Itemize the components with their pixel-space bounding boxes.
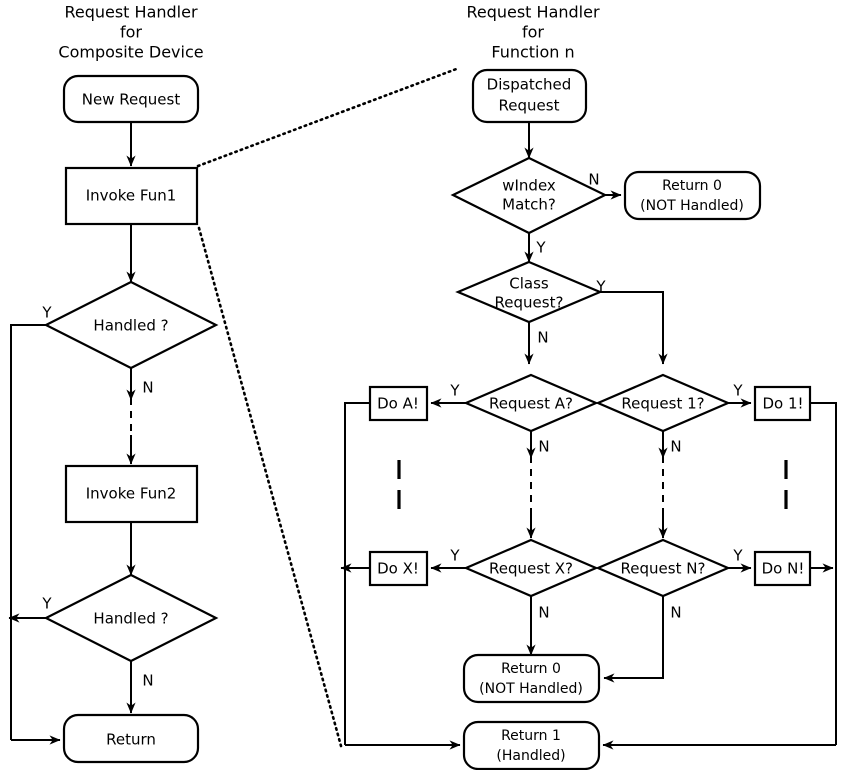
windex-match-label-2: Match? <box>502 196 556 214</box>
handled-1-label: Handled ? <box>93 317 168 335</box>
node-handled-1[interactable]: Handled ? <box>43 280 219 370</box>
request-a-label: Request A? <box>489 395 573 413</box>
return0-top-label-2: (NOT Handled) <box>640 198 744 214</box>
return0-top-shape[interactable] <box>623 170 762 221</box>
node-do-n[interactable]: Do N! <box>753 550 812 587</box>
dispatched-request-label-2: Request <box>499 97 560 115</box>
right-title-line-3: Function n <box>491 43 574 62</box>
handled-1-no-label: N <box>142 379 153 397</box>
invoke-fun2-label: Invoke Fun2 <box>86 485 177 503</box>
node-return[interactable]: Return <box>62 713 200 764</box>
class-request-yes-label: Y <box>595 278 606 296</box>
do-a-label: Do A! <box>377 395 419 413</box>
edge-doa-to-left-rail <box>344 402 370 745</box>
windex-yes-label: Y <box>535 239 546 257</box>
left-panel-title: Request Handler for Composite Device <box>58 3 203 62</box>
return0-bottom-label-2: (NOT Handled) <box>479 681 583 697</box>
request-n-label: Request N? <box>621 560 706 578</box>
return1-shape[interactable] <box>462 720 601 770</box>
do-n-label: Do N! <box>762 560 805 578</box>
request-n-yes-label: Y <box>732 547 743 565</box>
return0-bottom-shape[interactable] <box>462 653 601 704</box>
edge-handled1-yes-rail <box>10 324 46 740</box>
do-a-shape[interactable] <box>368 385 429 422</box>
node-handled-2[interactable]: Handled ? <box>43 573 219 663</box>
node-invoke-fun2[interactable]: Invoke Fun2 <box>64 464 199 524</box>
left-title-line-3: Composite Device <box>58 43 203 62</box>
handled-1-yes-label: Y <box>41 304 52 322</box>
handled-2-no-label: N <box>142 672 153 690</box>
request-x-no-label: N <box>538 604 549 622</box>
request-x-label: Request X? <box>489 560 573 578</box>
node-do-x[interactable]: Do X! <box>368 550 429 587</box>
return1-label-1: Return 1 <box>501 728 561 744</box>
windex-no-label: N <box>588 171 599 189</box>
right-title-line-1: Request Handler <box>466 3 600 22</box>
return0-top-label-1: Return 0 <box>662 178 722 194</box>
return0-bottom-label-1: Return 0 <box>501 661 561 677</box>
node-class-request[interactable]: Class Request? <box>455 260 603 324</box>
node-windex-match[interactable]: wIndex Match? <box>450 156 608 235</box>
invoke-fun1-shape[interactable] <box>64 166 199 226</box>
left-title-line-1: Request Handler <box>64 3 198 22</box>
dispatched-request-label-1: Dispatched <box>487 76 572 94</box>
edge-do1-to-right-rail <box>810 402 837 745</box>
handled-2-yes-label: Y <box>41 595 52 613</box>
node-dispatched-request[interactable]: Dispatched Request <box>471 68 588 124</box>
do-1-shape[interactable] <box>753 385 812 422</box>
edge-requestn-no-to-return0bottom <box>603 596 664 683</box>
node-new-request[interactable]: New Request <box>62 74 200 124</box>
do-1-label: Do 1! <box>762 395 803 413</box>
handled-2-label: Handled ? <box>93 610 168 628</box>
node-request-x[interactable]: Request X? <box>463 538 599 598</box>
node-return0-top[interactable]: Return 0 (NOT Handled) <box>623 170 762 221</box>
node-return1[interactable]: Return 1 (Handled) <box>462 720 601 770</box>
left-title-line-2: for <box>120 23 142 42</box>
invoke-fun2-shape[interactable] <box>64 464 199 524</box>
node-request-n[interactable]: Request N? <box>595 538 731 598</box>
right-panel-title: Request Handler for Function n <box>466 3 600 62</box>
zoom-connector-upper <box>196 66 461 168</box>
request-1-yes-label: Y <box>732 382 743 400</box>
node-request-1[interactable]: Request 1? <box>595 373 731 433</box>
return-shape[interactable] <box>62 713 200 764</box>
request-a-yes-label: Y <box>449 382 460 400</box>
node-do-1[interactable]: Do 1! <box>753 385 812 422</box>
request-a-no-label: N <box>538 438 549 456</box>
request-1-label: Request 1? <box>621 395 704 413</box>
new-request-label: New Request <box>82 91 181 109</box>
right-title-line-2: for <box>522 23 544 42</box>
do-n-shape[interactable] <box>753 550 812 587</box>
zoom-connector-lower <box>197 226 343 748</box>
node-invoke-fun1[interactable]: Invoke Fun1 <box>64 166 199 226</box>
edge-classrequest-yes-to-request1 <box>600 291 668 365</box>
windex-match-label-1: wIndex <box>502 177 556 195</box>
node-do-a[interactable]: Do A! <box>368 385 429 422</box>
invoke-fun1-label: Invoke Fun1 <box>86 187 177 205</box>
node-request-a[interactable]: Request A? <box>463 373 599 433</box>
node-return0-bottom[interactable]: Return 0 (NOT Handled) <box>462 653 601 704</box>
request-n-no-label: N <box>670 604 681 622</box>
return-label: Return <box>106 731 156 749</box>
do-x-label: Do X! <box>377 560 419 578</box>
class-request-no-label: N <box>537 329 548 347</box>
request-x-yes-label: Y <box>449 547 460 565</box>
class-request-label-1: Class <box>509 275 549 293</box>
return1-label-2: (Handled) <box>496 748 565 764</box>
request-1-no-label: N <box>670 438 681 456</box>
class-request-label-2: Request? <box>495 294 564 312</box>
